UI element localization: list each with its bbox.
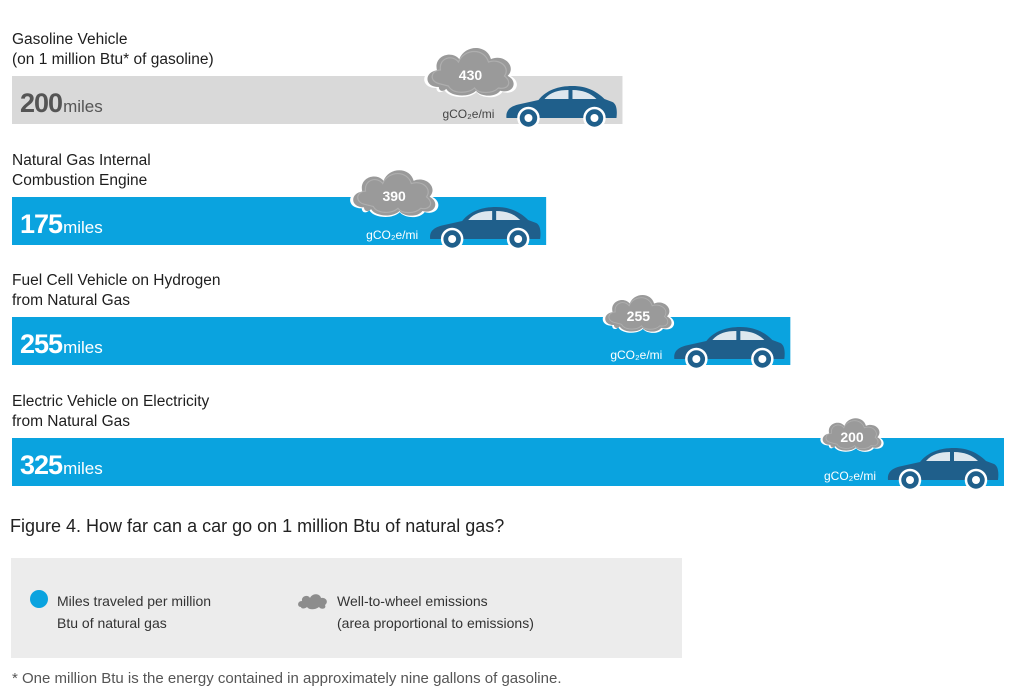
car-icon [506,86,617,130]
car-icon [430,207,541,251]
legend-miles-label: Miles traveled per million Btu of natura… [57,593,212,631]
emission-unit-label: gCO₂e/mi [824,469,876,483]
emission-cloud [350,168,439,218]
bar-value-label: 325miles [20,450,103,480]
emission-value-label: 390 [382,188,406,204]
emission-cloud [820,416,884,452]
chart-area: 200miles 430 gCO₂e/mi 175miles 390 gCO₂e/mi 25… [12,46,1004,492]
car-icon [887,448,999,492]
legend-box: Miles traveled per million Btu of natura… [11,558,682,658]
emission-value-label: 430 [459,67,483,83]
legend-emissions-label: Well-to-wheel emissions (area proportion… [337,593,534,631]
emission-cloud [424,46,517,98]
bar-value-label: 175miles [20,209,103,239]
emission-value-label: 255 [627,308,651,324]
legend-blue-dot [30,590,48,608]
emission-unit-label: gCO₂e/mi [442,107,494,121]
emission-value-label: 200 [840,429,864,445]
bar-value-label: 200miles [20,88,103,118]
emission-cloud [602,293,675,333]
car-icon [674,327,785,371]
cloud-icon [298,594,327,610]
emission-unit-label: gCO₂e/mi [366,228,418,242]
bar-value-label: 255miles [20,329,103,359]
category-label: Gasoline Vehicle(on 1 million Btu* of ga… [12,31,214,68]
footnote: * One million Btu is the energy containe… [12,670,562,687]
figure-caption: Figure 4. How far can a car go on 1 mill… [10,516,505,536]
emission-unit-label: gCO₂e/mi [610,348,662,362]
